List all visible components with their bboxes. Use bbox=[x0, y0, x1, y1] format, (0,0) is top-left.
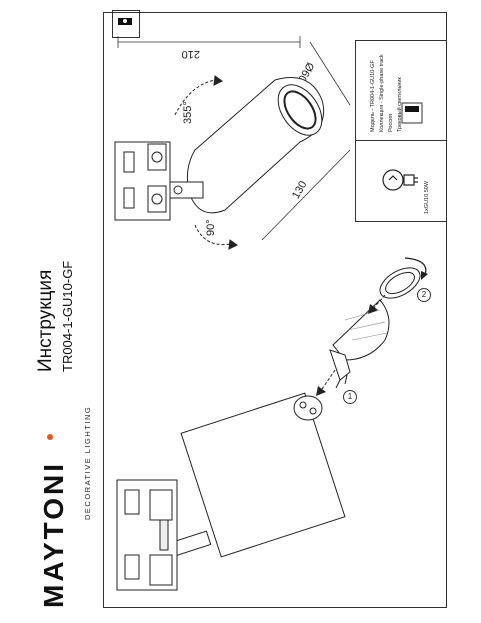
step-1-number: 1 bbox=[343, 390, 357, 404]
step-2-rotate-arrow bbox=[404, 257, 428, 280]
fixture-top-view bbox=[114, 77, 325, 221]
dimension-line-width bbox=[117, 36, 301, 48]
corner-badge bbox=[112, 10, 140, 38]
step-1-arrow bbox=[316, 369, 336, 396]
lamp-panel-frame bbox=[355, 140, 447, 222]
step-2-insert-arrow bbox=[368, 294, 386, 314]
rotation-arcs bbox=[174, 75, 238, 250]
corner-badge-icon bbox=[118, 18, 132, 25]
logo-accent-dot bbox=[47, 434, 53, 440]
bulb-icon bbox=[382, 169, 418, 191]
gu10-lamp bbox=[329, 299, 390, 389]
dimension-line-diameter bbox=[309, 41, 351, 106]
fixture-side-view bbox=[116, 392, 346, 591]
retaining-ring bbox=[379, 267, 421, 299]
info-card-icon bbox=[401, 102, 423, 124]
step-2-number: 2 bbox=[417, 288, 431, 302]
dimension-line-length bbox=[261, 149, 351, 241]
socket-part bbox=[293, 395, 323, 421]
drawing-frame bbox=[103, 12, 447, 608]
